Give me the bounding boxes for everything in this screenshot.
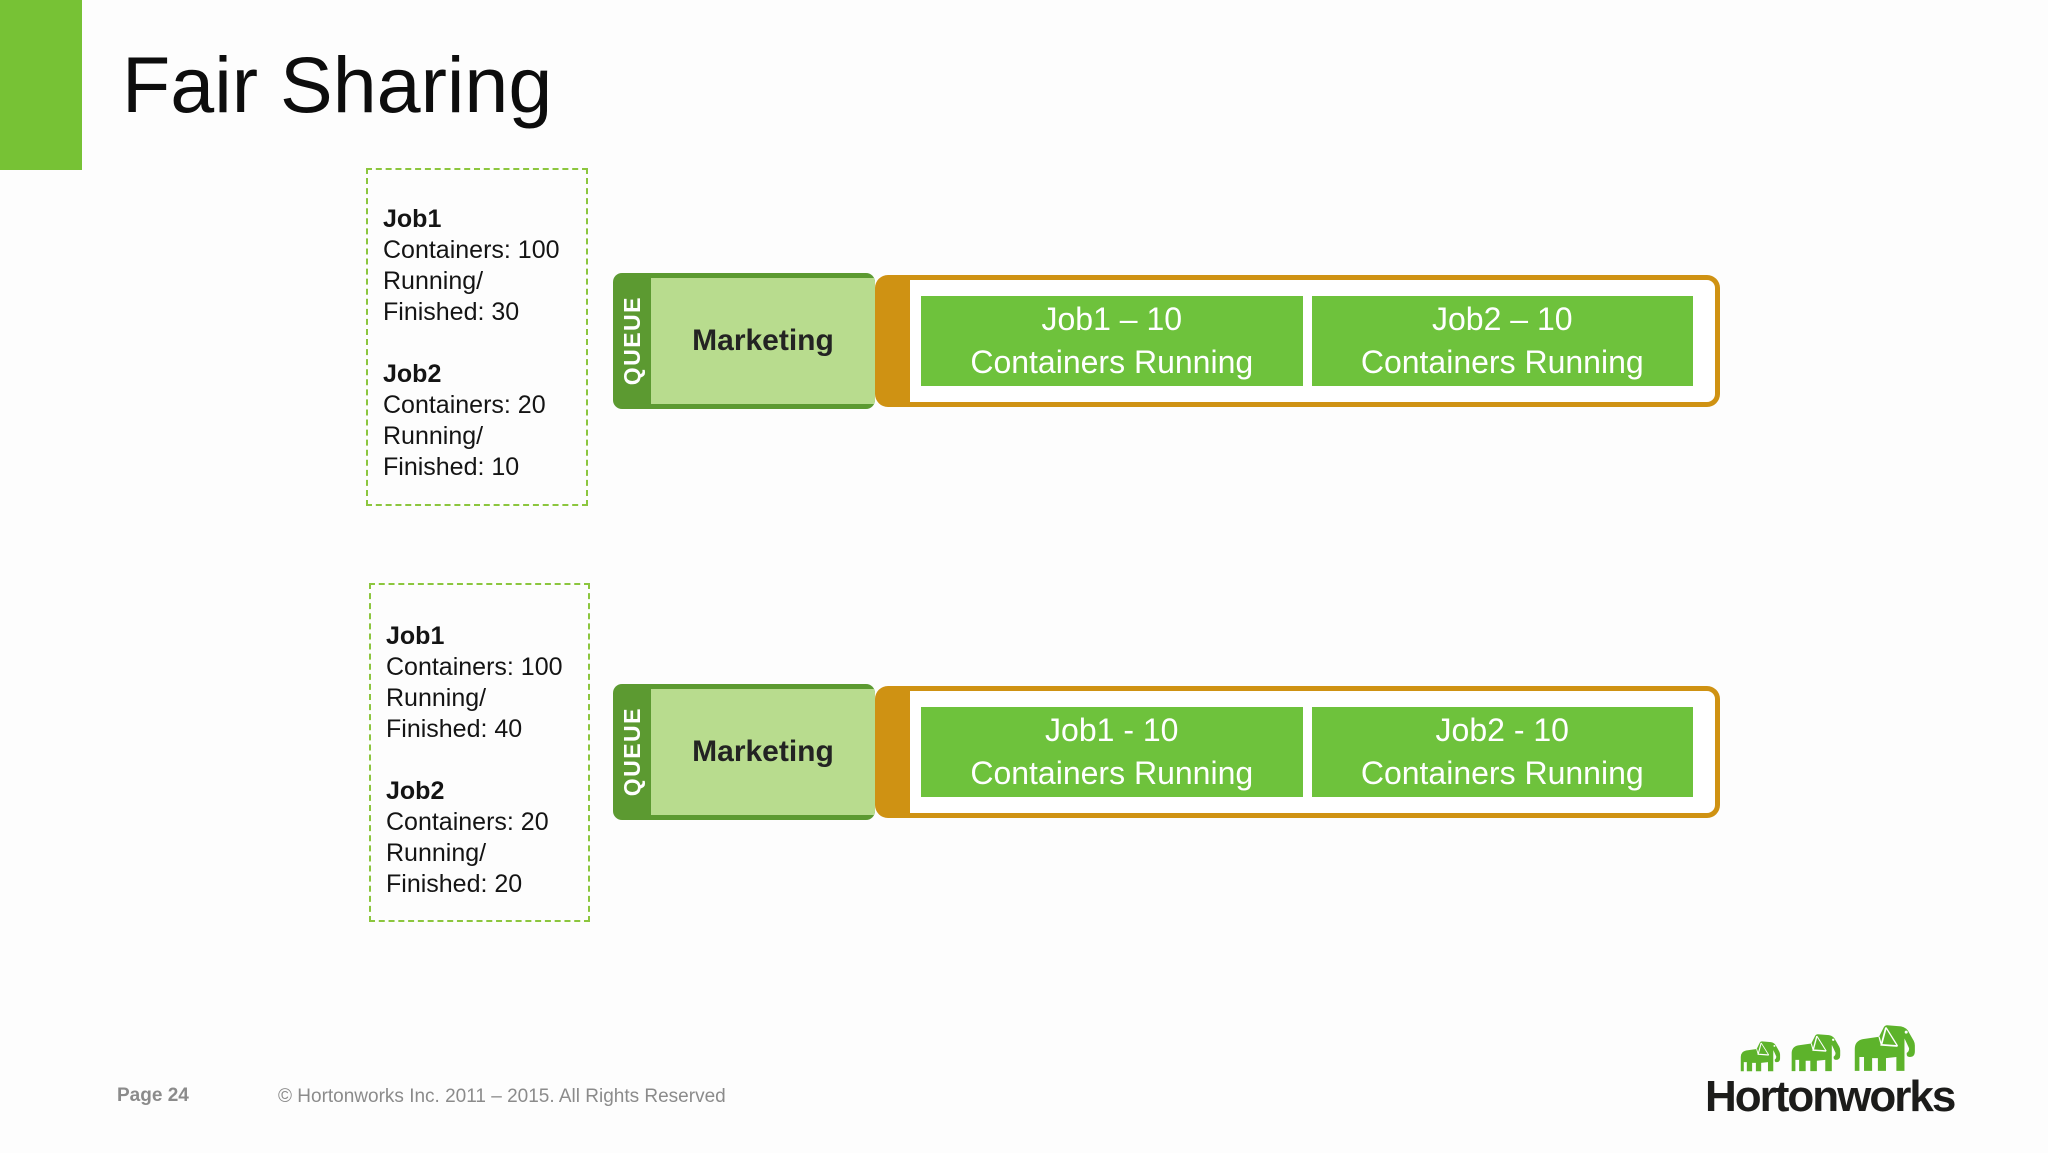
job-chip-line: Containers Running [970, 755, 1254, 791]
note-job2-label: Job2 [386, 777, 445, 805]
queue-box-1: QUEUE Marketing [613, 273, 875, 409]
note-spacer [386, 745, 582, 776]
job1-containers-box: Job1 - 10 Containers Running [921, 707, 1303, 797]
note-line: Running/ [383, 422, 484, 450]
queue-box-2: QUEUE Marketing [613, 684, 875, 820]
note-job2-label: Job2 [383, 360, 442, 388]
job-chip-line: Containers Running [1360, 344, 1644, 380]
note-job1-label: Job1 [386, 622, 445, 650]
note-line: Finished: 10 [383, 453, 520, 481]
copyright-text: © Hortonworks Inc. 2011 – 2015. All Righ… [278, 1086, 726, 1107]
note-line: Containers: 20 [383, 391, 546, 419]
note-line: Containers: 20 [386, 808, 549, 836]
job-chip-line: Containers Running [1360, 755, 1644, 791]
note-line: Finished: 20 [386, 870, 523, 898]
queue-name-label: Marketing [651, 278, 875, 404]
queue-name-label: Marketing [651, 689, 875, 815]
page-title: Fair Sharing [122, 40, 553, 129]
containers-panel-2: Job1 - 10 Containers Running Job2 - 10 C… [875, 686, 1720, 818]
job-chip-line: Job1 – 10 [1041, 301, 1183, 337]
queue-strip: QUEUE [613, 684, 651, 820]
containers-panel-1: Job1 – 10 Containers Running Job2 – 10 C… [875, 275, 1720, 407]
job-chip-line: Job2 - 10 [1435, 712, 1569, 748]
note-line: Containers: 100 [386, 653, 563, 681]
job-chip-line: Job1 - 10 [1045, 712, 1179, 748]
page-number: Page 24 [117, 1085, 189, 1106]
queue-vertical-label: QUEUE [618, 296, 645, 386]
note-line: Containers: 100 [383, 236, 560, 264]
note-line: Running/ [383, 267, 484, 295]
accent-square [0, 0, 82, 170]
queue-strip: QUEUE [613, 273, 651, 409]
note-line: Finished: 40 [386, 715, 523, 743]
queue-vertical-label: QUEUE [618, 707, 645, 797]
job-chip-line: Job2 – 10 [1431, 301, 1573, 337]
note-line: Running/ [386, 839, 487, 867]
hortonworks-wordmark: Hortonworks [1705, 1072, 1956, 1121]
note-job1-label: Job1 [383, 205, 442, 233]
job-status-note-2: Job1 Containers: 100 Running/ Finished: … [369, 583, 590, 922]
elephant-herd-icon [1740, 1024, 1916, 1072]
job2-containers-box: Job2 – 10 Containers Running [1311, 296, 1693, 386]
note-line: Running/ [386, 684, 487, 712]
job-chip-line: Containers Running [970, 344, 1254, 380]
hortonworks-logo: Hortonworks [1705, 1016, 1956, 1121]
job2-containers-box: Job2 - 10 Containers Running [1311, 707, 1693, 797]
job-status-note-1: Job1 Containers: 100 Running/ Finished: … [366, 168, 588, 506]
note-spacer [383, 328, 580, 359]
job1-containers-box: Job1 – 10 Containers Running [921, 296, 1303, 386]
note-line: Finished: 30 [383, 298, 520, 326]
